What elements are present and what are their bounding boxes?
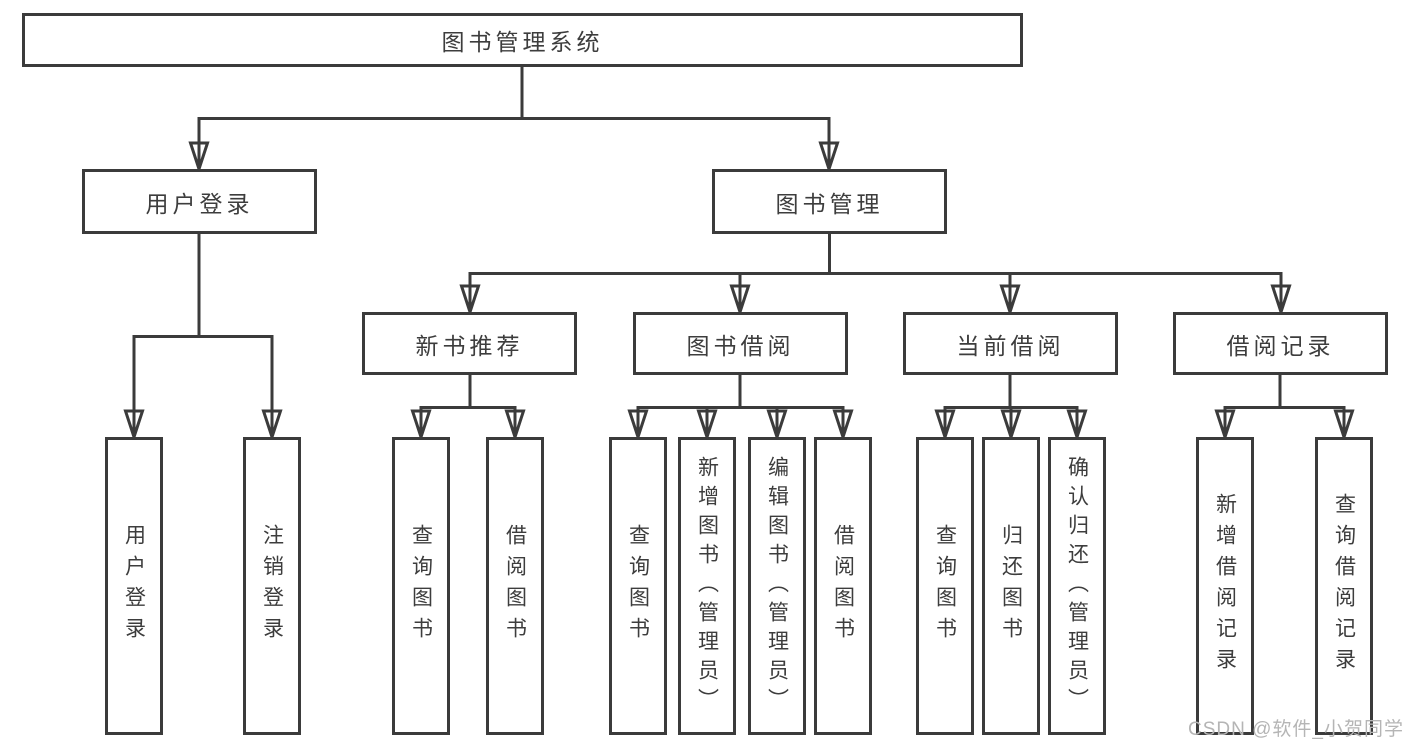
node-borrow-edit-books-admin: 编辑图书（管理员） [748,437,806,735]
node-borrow-query-books: 查询图书 [609,437,667,735]
node-label: 确认归还（管理员） [1065,455,1089,717]
connector-book-borrow [636,375,845,437]
node-label: 查询图书 [409,524,433,648]
node-recommend-borrow-books: 借阅图书 [486,437,544,735]
node-label: 借阅图书 [503,524,527,648]
node-user-login-action: 用户登录 [105,437,163,735]
node-label: 图书管理系统 [441,29,604,55]
node-label: 用户登录 [122,524,146,648]
node-book-borrow: 图书借阅 [633,312,848,375]
node-current-query-books: 查询图书 [916,437,974,735]
connector-book-management [468,234,1283,312]
connector-current-borrow [943,375,1079,437]
node-records-add-record: 新增借阅记录 [1196,437,1254,735]
node-new-book-recommend: 新书推荐 [362,312,577,375]
node-label: 查询借阅记录 [1332,493,1356,679]
node-label: 借阅记录 [1226,332,1335,359]
node-records-query-record: 查询借阅记录 [1315,437,1373,735]
node-label: 用户登录 [145,190,254,217]
node-borrow-add-books-admin: 新增图书（管理员） [678,437,736,735]
watermark: CSDN @软件_小贺同学 [1188,719,1404,740]
node-borrow-records: 借阅记录 [1173,312,1388,375]
node-label: 注销登录 [260,524,284,648]
node-label: 借阅图书 [831,524,855,648]
node-label: 新增借阅记录 [1213,493,1237,679]
node-label: 查询图书 [626,524,650,648]
connector-root [197,67,831,169]
node-library-system: 图书管理系统 [22,13,1023,67]
node-recommend-query-books: 查询图书 [392,437,450,735]
node-label: 图书管理 [775,190,884,217]
node-borrow-borrow-books: 借阅图书 [814,437,872,735]
connector-borrow-records [1223,375,1346,437]
node-label: 编辑图书（管理员） [765,455,789,717]
node-label: 查询图书 [933,524,957,648]
node-label: 新增图书（管理员） [695,455,719,717]
connector-new-book-recommend [419,375,517,437]
node-label: 新书推荐 [415,332,524,359]
node-label: 归还图书 [999,524,1023,648]
node-logout-action: 注销登录 [243,437,301,735]
node-current-confirm-return-admin: 确认归还（管理员） [1048,437,1106,735]
node-current-return-books: 归还图书 [982,437,1040,735]
node-user-login: 用户登录 [82,169,317,234]
node-label: 当前借阅 [956,332,1065,359]
node-current-borrow: 当前借阅 [903,312,1118,375]
connector-user-login [132,234,274,437]
node-book-management: 图书管理 [712,169,947,234]
node-label: 图书借阅 [686,332,795,359]
